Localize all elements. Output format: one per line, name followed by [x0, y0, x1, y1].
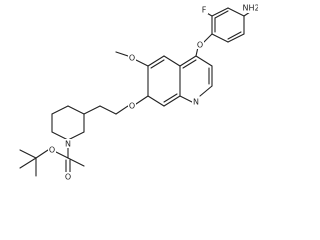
- bond: [51, 131, 69, 141]
- piperidine-nitrogen-label: N: [65, 140, 71, 149]
- bond: [135, 59, 149, 67]
- bond: [199, 85, 213, 97]
- bond: [195, 55, 213, 67]
- bond: [67, 157, 85, 167]
- bond: [211, 7, 229, 17]
- bond: [163, 55, 181, 67]
- bond: [67, 105, 85, 115]
- bond: [147, 55, 165, 67]
- bond: [35, 149, 49, 159]
- carbonyl-oxygen-label: O: [65, 173, 71, 182]
- fluorine-label: F: [202, 6, 207, 15]
- bond: [203, 33, 213, 43]
- bond: [150, 59, 165, 69]
- ester-oxygen-label: O: [49, 146, 55, 155]
- bond: [211, 33, 229, 43]
- bond: [51, 105, 69, 115]
- bond: [67, 131, 85, 141]
- bond: [147, 95, 165, 107]
- bond: [99, 105, 117, 115]
- quinoline-nitrogen-label: N: [193, 98, 199, 107]
- atom-labels: NH2 F O O N O N O O: [48, 3, 258, 182]
- bond: [214, 10, 229, 19]
- bond: [115, 105, 129, 115]
- bond: [179, 55, 197, 67]
- bond: [227, 7, 245, 17]
- bond: [163, 93, 178, 103]
- bond: [19, 157, 37, 169]
- bond: [163, 95, 181, 107]
- bond: [19, 149, 37, 159]
- linker-oxygen-label: O: [129, 102, 135, 111]
- chemical-structure-diagram: NH2 F O O N O N O O: [19, 3, 258, 182]
- bond: [227, 33, 245, 43]
- bond: [55, 151, 69, 159]
- bond: [182, 59, 197, 69]
- aryl-ether-oxygen-label: O: [197, 41, 203, 50]
- bond: [179, 95, 193, 103]
- bond: [115, 51, 129, 57]
- bond: [135, 95, 149, 105]
- bond: [227, 31, 242, 40]
- bonds: [19, 7, 251, 177]
- methoxy-oxygen-label: O: [129, 54, 135, 63]
- amino-group-label: NH2: [242, 4, 258, 13]
- bond: [83, 105, 101, 115]
